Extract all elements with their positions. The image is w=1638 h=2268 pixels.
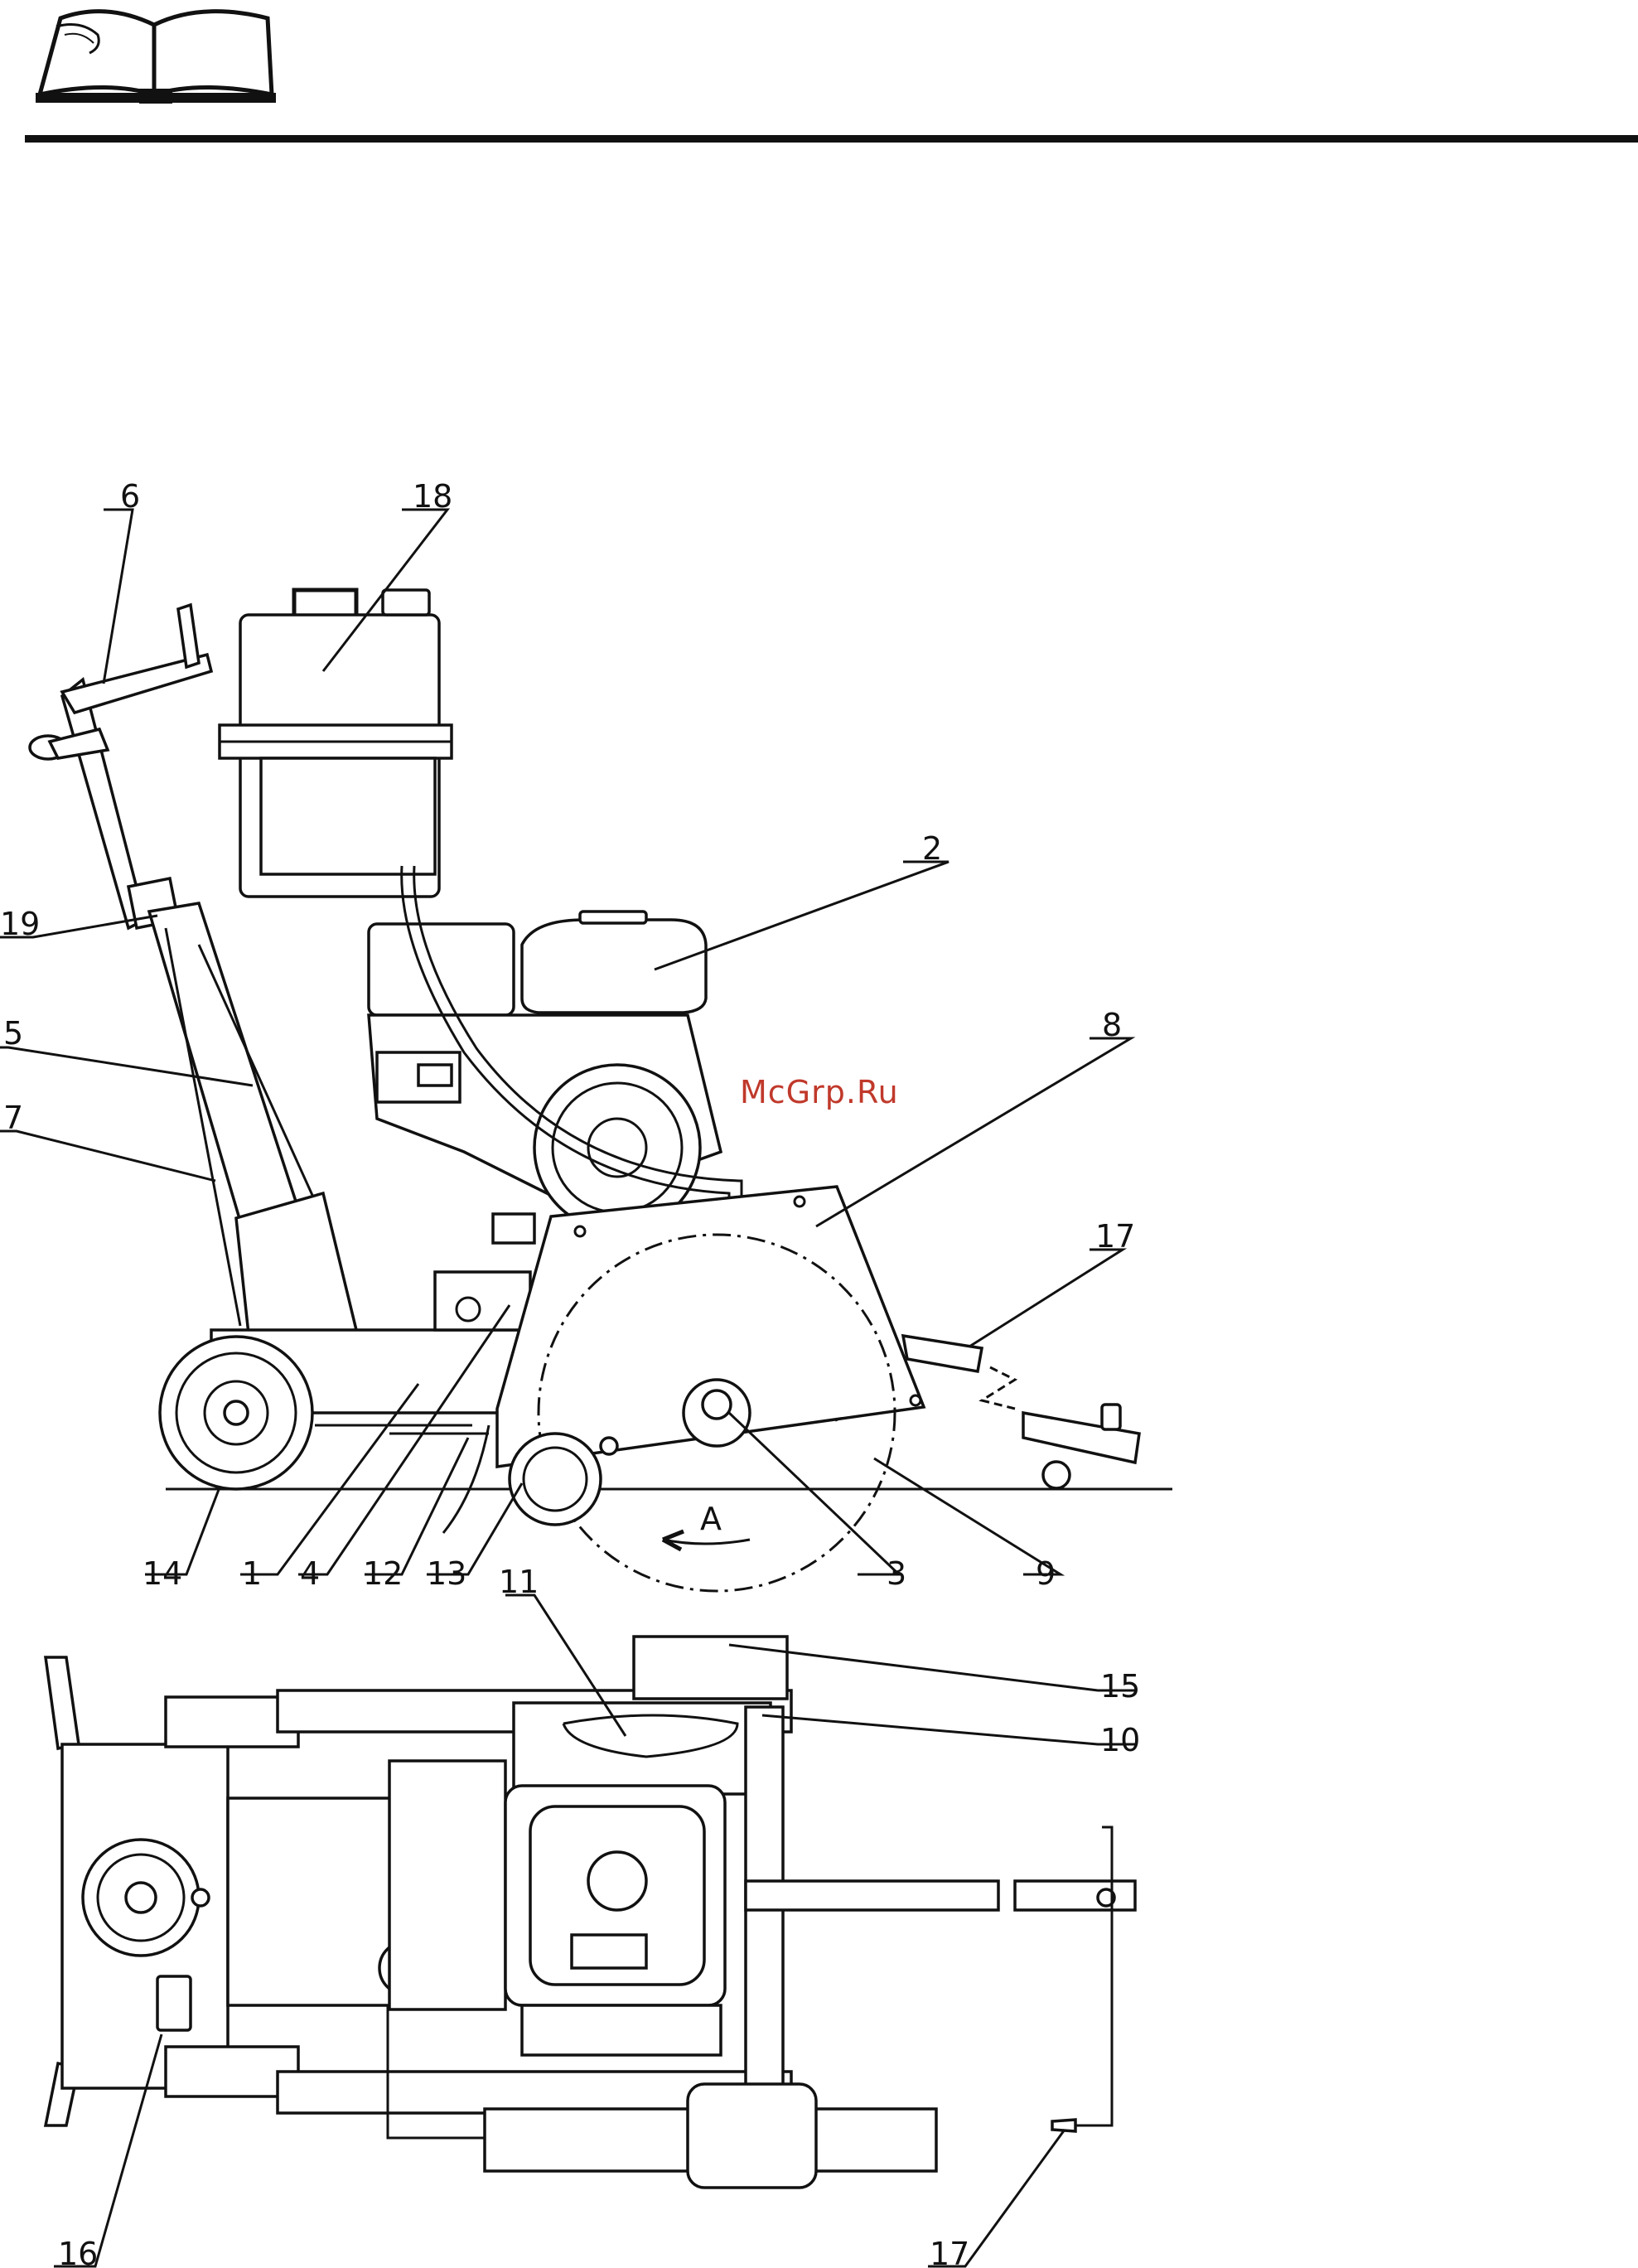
guide-arm xyxy=(903,1336,982,1371)
callout-5: 5 xyxy=(3,1015,23,1052)
callout-9: 9 xyxy=(1036,1555,1056,1592)
engine xyxy=(369,912,721,1243)
upright-frame xyxy=(149,903,356,1334)
rear-wheel xyxy=(160,1337,312,1489)
rotation-arrow xyxy=(663,1540,750,1544)
callout-19: 19 xyxy=(0,906,40,942)
direction-label: A xyxy=(700,1501,722,1537)
callout-6: 6 xyxy=(120,478,140,515)
callout-2: 2 xyxy=(922,830,942,867)
callout-16: 16 xyxy=(58,2236,98,2268)
callout-12: 12 xyxy=(363,1555,403,1592)
callout-18: 18 xyxy=(413,478,452,515)
callout-1: 1 xyxy=(242,1555,262,1592)
handle-assembly xyxy=(30,605,211,928)
top-view xyxy=(46,1595,1135,2266)
callout-15: 15 xyxy=(1100,1668,1140,1705)
water-tank xyxy=(220,590,452,897)
callout-4: 4 xyxy=(300,1555,320,1592)
callout-3: 3 xyxy=(887,1555,906,1592)
depth-gauge xyxy=(157,1976,191,2030)
callout-10: 10 xyxy=(1100,1722,1140,1758)
callout-13: 13 xyxy=(427,1555,466,1592)
callout-11: 11 xyxy=(499,1564,539,1600)
callout-8: 8 xyxy=(1102,1007,1122,1043)
callout-17-top: 17 xyxy=(930,2236,969,2268)
water-tank-top xyxy=(634,1637,787,1699)
guide-arm-top xyxy=(746,1881,998,1910)
callout-7: 7 xyxy=(3,1100,23,1136)
callout-17-side: 17 xyxy=(1095,1218,1135,1255)
callout-14: 14 xyxy=(143,1555,182,1592)
left-handle xyxy=(46,1657,79,1748)
side-view: A xyxy=(0,510,1172,1591)
